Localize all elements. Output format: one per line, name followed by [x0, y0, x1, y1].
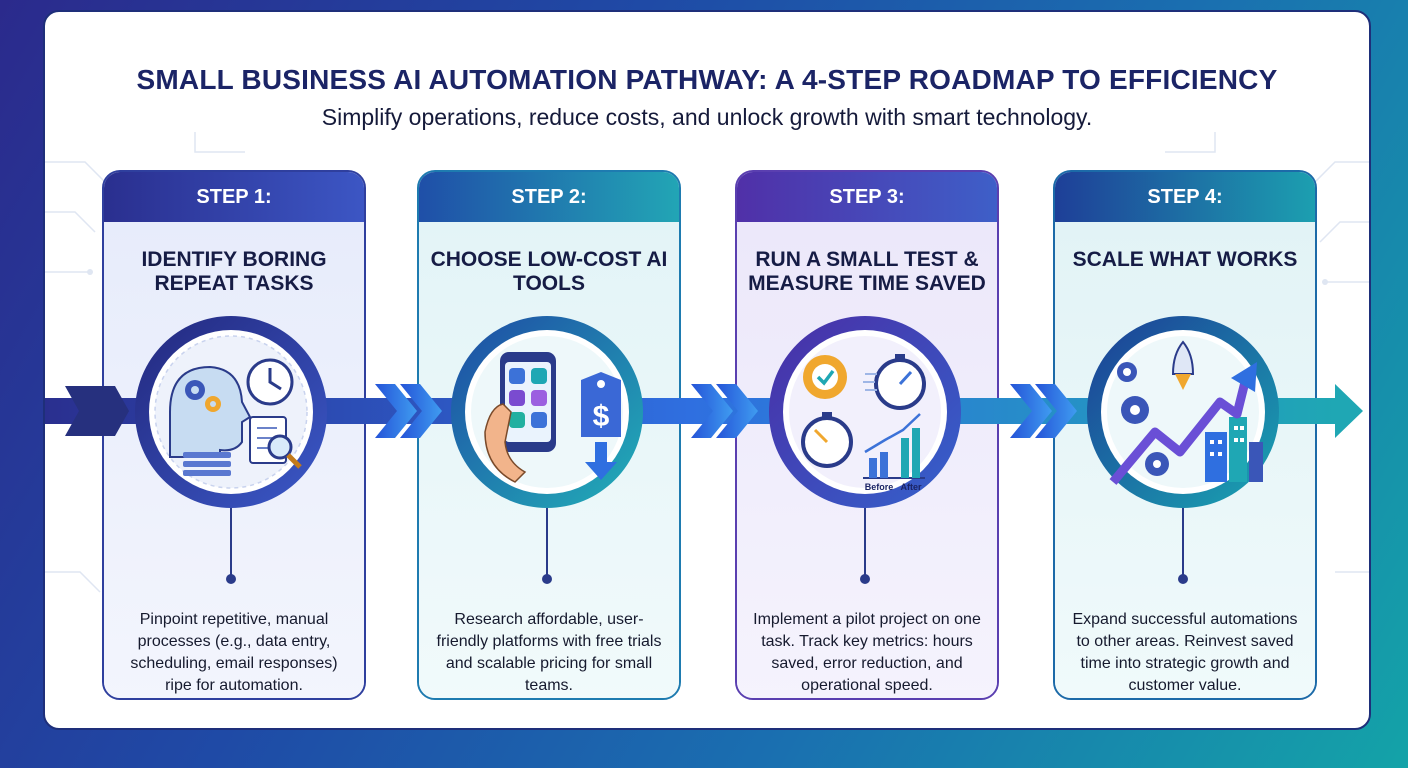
- step-description: Research affordable, user-friendly platf…: [436, 611, 662, 694]
- page-title: SMALL BUSINESS AI AUTOMATION PATHWAY: A …: [136, 64, 1278, 95]
- roadmap-panel: SMALL BUSINESS AI AUTOMATION PATHWAY: A …: [43, 10, 1371, 730]
- step-description: Implement a pilot project on one task. T…: [753, 611, 981, 694]
- step-title: IDENTIFY BORING REPEAT TASKS: [141, 248, 327, 295]
- step-description: Pinpoint repetitive, manual processes (e…: [130, 611, 338, 694]
- step-label: STEP 3:: [737, 172, 997, 222]
- step-card-3: STEP 3: RUN A SMALL TEST & MEASURE TIME …: [735, 170, 999, 700]
- step-card-1: STEP 1: IDENTIFY BORING REPEAT TASKS Pin…: [102, 170, 366, 700]
- step-title: CHOOSE LOW-COST AI TOOLS: [430, 248, 668, 295]
- step-label: STEP 4:: [1055, 172, 1315, 222]
- step-label: STEP 2:: [419, 172, 679, 222]
- step-card-2: STEP 2: CHOOSE LOW-COST AI TOOLS Researc…: [417, 170, 681, 700]
- step-title: RUN A SMALL TEST & MEASURE TIME SAVED: [748, 248, 986, 295]
- step-description: Expand successful automations to other a…: [1072, 611, 1298, 694]
- step-title: SCALE WHAT WORKS: [1072, 248, 1298, 271]
- step-label: STEP 1:: [104, 172, 364, 222]
- step-card-4: STEP 4: SCALE WHAT WORKS Expand successf…: [1053, 170, 1317, 700]
- page-subtitle: Simplify operations, reduce costs, and u…: [321, 104, 1093, 130]
